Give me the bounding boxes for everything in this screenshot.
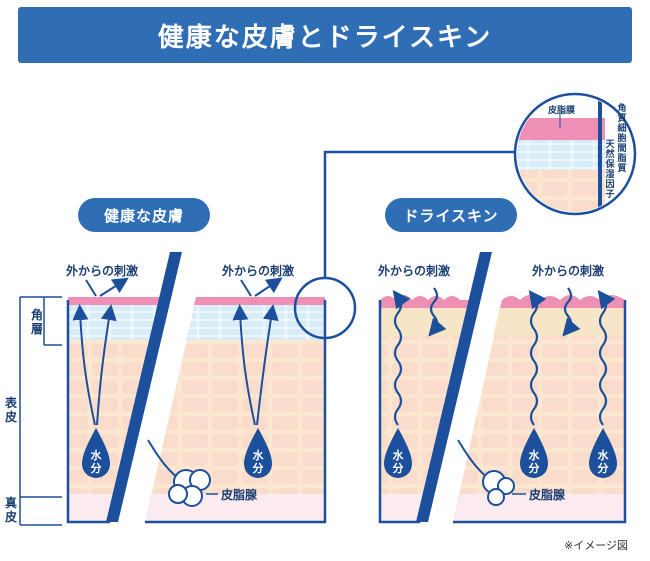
water-drop-icon (520, 428, 548, 478)
title-banner: 健康な皮膚とドライスキン (18, 7, 632, 63)
sebaceous-gland-label: 皮脂腺 (221, 488, 258, 502)
stratum-corneum-label: 角層 (30, 308, 43, 336)
sebaceous-gland (147, 439, 218, 507)
dermis-label: 真皮 (4, 496, 17, 524)
sebum-film-label: 皮脂膜 (548, 106, 576, 116)
water-label: 水分 (90, 449, 102, 475)
water-label: 水分 (252, 449, 264, 475)
sebaceous-gland-label: 皮脂腺 (529, 488, 566, 502)
page-title: 健康な皮膚とドライスキン (157, 22, 493, 53)
external-stimulus-label: 外からの刺激 (66, 264, 139, 278)
corneocyte-lipid-label: 角質細胞間脂質 (617, 104, 627, 174)
external-stimulus-label: 外からの刺激 (378, 264, 451, 278)
water-drop-icon (589, 428, 617, 478)
healthy-skin-label: 健康な皮膚 (78, 198, 210, 232)
external-stimulus-label: 外からの刺激 (532, 264, 605, 278)
dry-skin-label: ドライスキン (385, 198, 517, 232)
water-drop-icon (244, 428, 272, 478)
water-label: 水分 (528, 449, 540, 475)
water-label: 水分 (392, 449, 404, 475)
epidermis-label: 表皮 (4, 396, 17, 424)
layer-brackets (19, 296, 62, 526)
dry-skin-block (378, 252, 627, 524)
water-drop-icon (82, 428, 110, 478)
sebaceous-gland (457, 439, 526, 506)
image-note: ※イメージ図 (564, 539, 628, 552)
nmf-label: 天然保湿因子 (605, 140, 615, 200)
water-drop-icon (384, 428, 412, 478)
external-stimulus-label: 外からの刺激 (222, 264, 295, 278)
water-label: 水分 (597, 449, 609, 475)
healthy-skin-block (66, 252, 327, 524)
